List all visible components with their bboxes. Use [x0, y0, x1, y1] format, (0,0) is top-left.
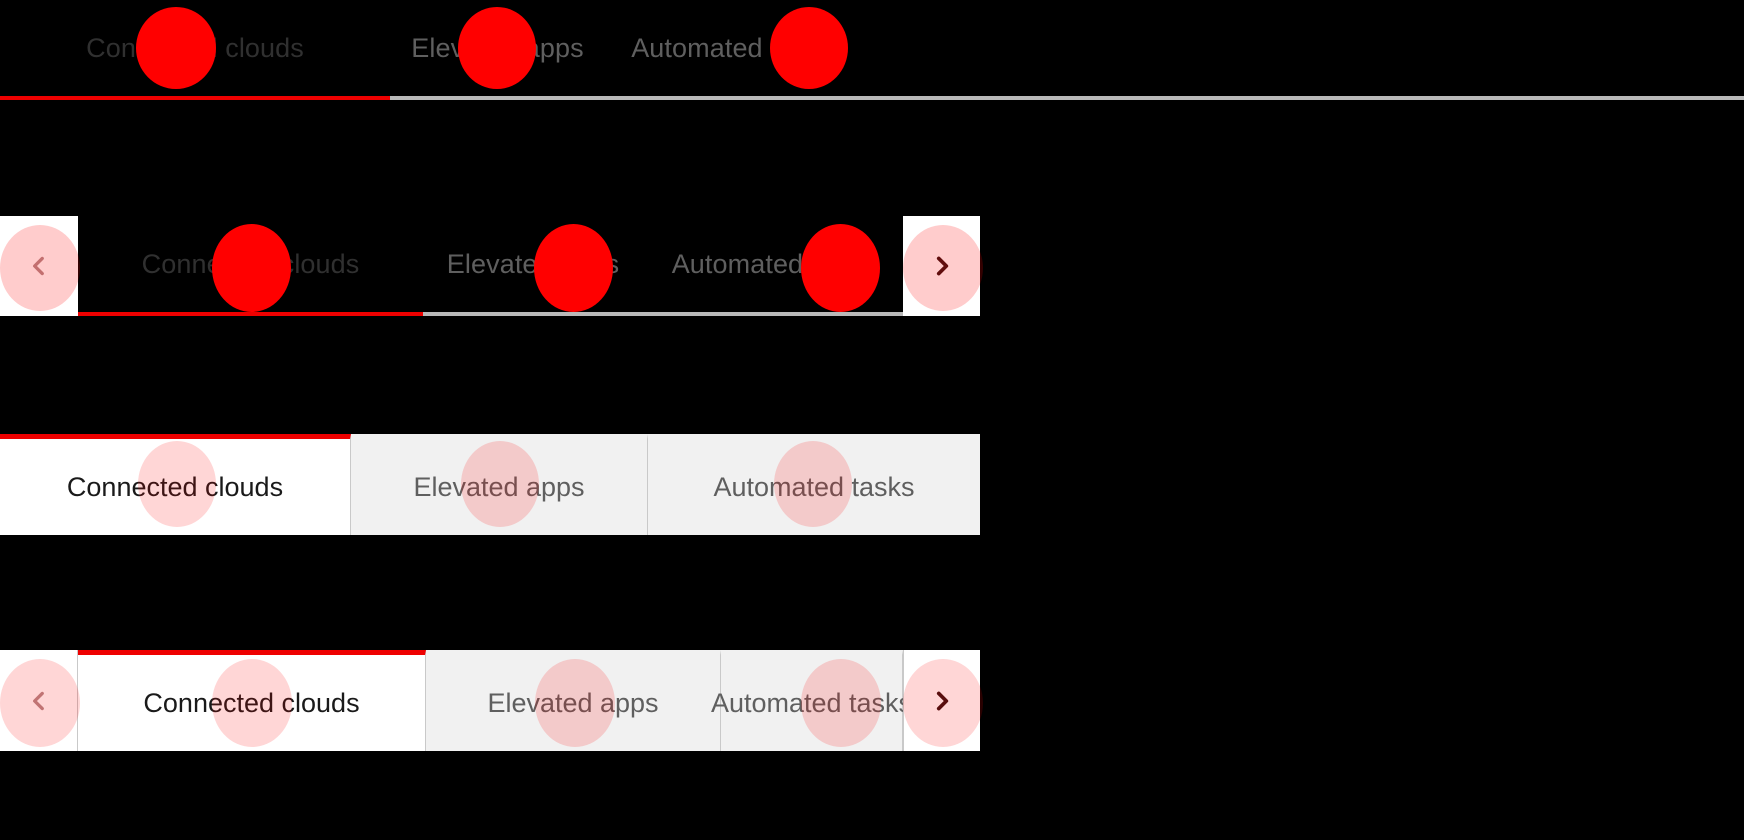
tab-connected-clouds[interactable]: Connected clouds [0, 0, 390, 100]
chevron-left-icon [33, 256, 44, 276]
tabstrip-card: Connected clouds Elevated apps Automated… [0, 434, 980, 535]
tabstrip-rail [860, 0, 1744, 100]
tab-automated-tasks[interactable]: Automated tasks [643, 216, 903, 316]
tab-label: Connected clouds [86, 32, 304, 63]
chevron-right-icon [936, 256, 948, 276]
tab-elevated-apps[interactable]: Elevated apps [390, 0, 605, 100]
tab-elevated-apps[interactable]: Elevated apps [426, 650, 721, 751]
tab-label: Automated tasks [713, 471, 915, 502]
tab-connected-clouds[interactable]: Connected clouds [78, 216, 423, 316]
tab-label: Elevated apps [413, 471, 585, 502]
tab-label: Elevated apps [446, 248, 620, 279]
tab-connected-clouds[interactable]: Connected clouds [0, 434, 351, 535]
tab-label: Automated tasks [710, 687, 913, 718]
tab-automated-tasks[interactable]: Automated tasks [711, 650, 912, 751]
tab-connected-clouds[interactable]: Connected clouds [78, 650, 426, 751]
tabstrip-plain-scroll: Connected clouds Elevated apps Automated… [0, 216, 980, 316]
tab-automated-tasks[interactable]: Automated tasks [605, 0, 860, 100]
tab-scroll-next-button[interactable] [903, 650, 980, 751]
tab-label: Elevated apps [487, 687, 659, 718]
chevron-left-icon [32, 691, 44, 710]
tab-scroll-next-button[interactable] [903, 216, 980, 316]
tab-scroll-prev-button[interactable] [0, 650, 78, 751]
tab-label: Elevated apps [411, 32, 584, 63]
chevron-right-icon [936, 691, 949, 710]
tab-label: Connected clouds [141, 248, 360, 279]
tab-elevated-apps[interactable]: Elevated apps [423, 216, 643, 316]
tab-label: Connected clouds [66, 471, 284, 502]
tab-automated-tasks[interactable]: Automated tasks [648, 434, 980, 535]
tab-label: Connected clouds [143, 687, 360, 718]
tabstrip-plain: Connected clouds Elevated apps Automated… [0, 0, 1744, 100]
tab-elevated-apps[interactable]: Elevated apps [351, 434, 648, 535]
tab-label: Automated tasks [671, 248, 875, 279]
tabstrip-card-scroll: Connected clouds Elevated apps Automated… [0, 650, 980, 751]
tab-scroll-prev-button[interactable] [0, 216, 78, 316]
tab-label: Automated tasks [631, 32, 834, 63]
